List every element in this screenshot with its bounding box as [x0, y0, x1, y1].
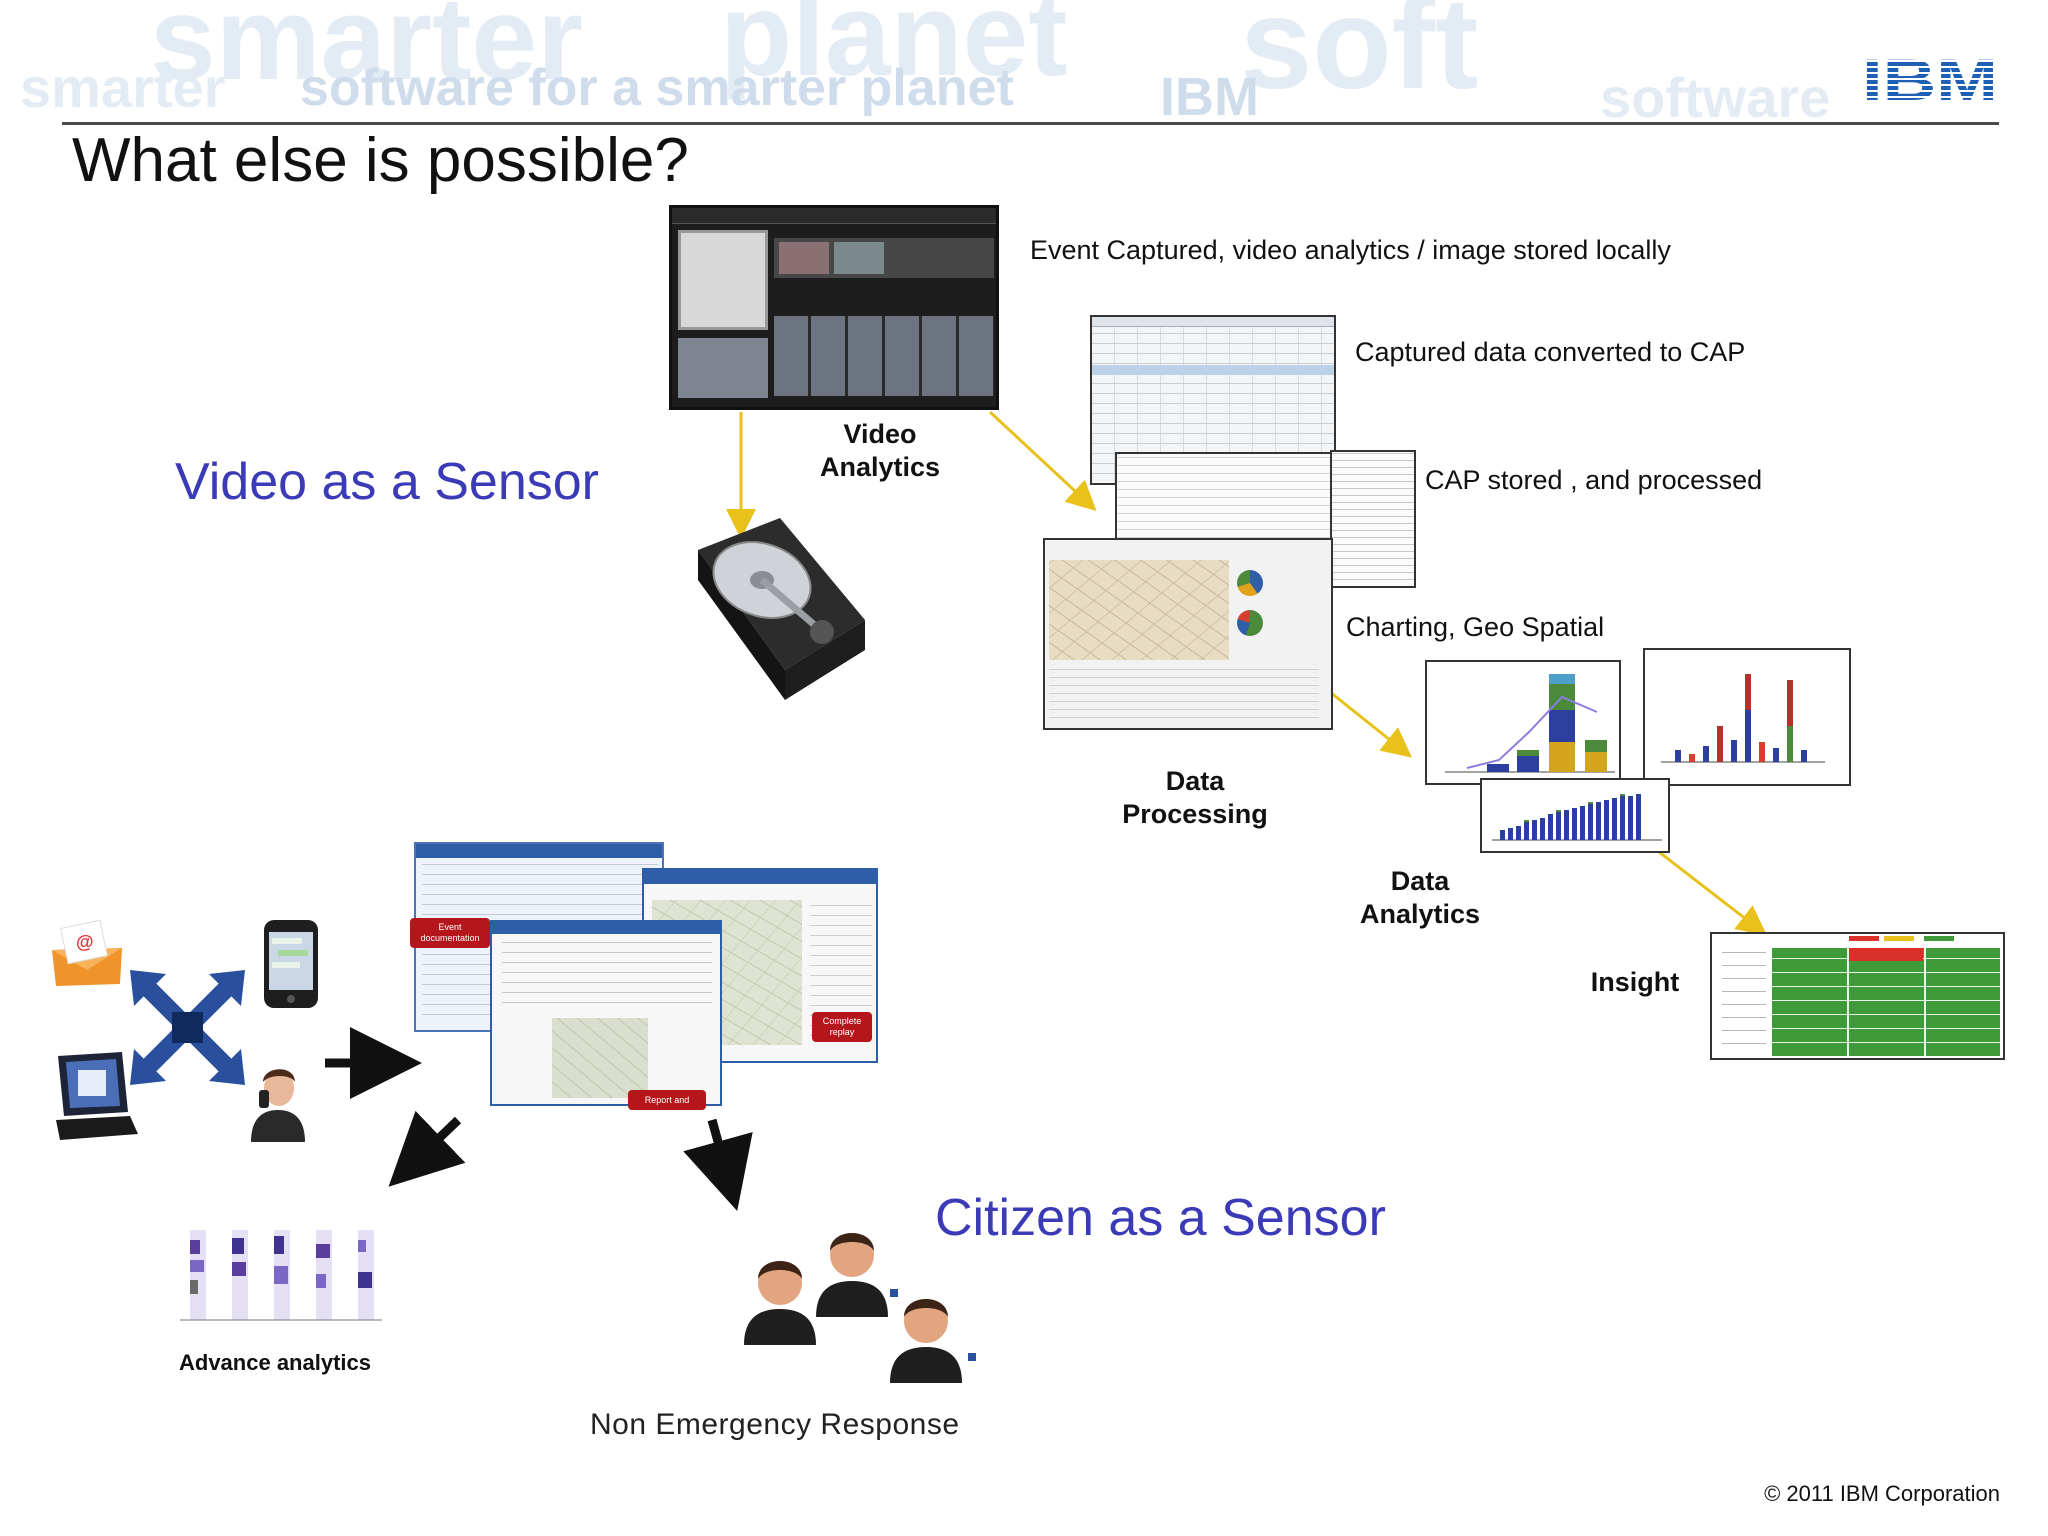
arrow-to-advance-analytics [388, 1110, 466, 1187]
watermark-text: software for a smarter planet [300, 59, 1014, 117]
step-converted-cap: Captured data converted to CAP [1355, 337, 1746, 367]
analytics-chart-3 [1480, 778, 1670, 853]
watermark-text: IBM [1160, 67, 1259, 124]
email-icon: @ [52, 919, 122, 986]
watermark-text: soft [1240, 0, 1479, 116]
data-processing-screen [1043, 538, 1333, 730]
hard-disk-icon [698, 518, 865, 700]
people-group-icon [744, 1233, 976, 1383]
callout-complete-replay: Complete replay [812, 1012, 872, 1042]
advance-analytics-chart [180, 1230, 382, 1321]
svg-text:@: @ [76, 932, 94, 952]
watermark-text: smarter [150, 0, 583, 105]
non-emergency-label: Non Emergency Response [590, 1408, 960, 1441]
report-detail-screen [490, 920, 722, 1106]
watermark-text: software [1600, 66, 1831, 125]
analytics-chart-2 [1643, 648, 1851, 786]
caller-icon [251, 1069, 305, 1142]
insight-dashboard [1710, 932, 2005, 1060]
watermark-text: smarter [20, 56, 226, 119]
citizen-sensor-label: Citizen as a Sensor [935, 1189, 1386, 1247]
arrow-to-response [683, 1118, 753, 1212]
video-analytics-label: Video Analytics [819, 419, 941, 482]
step-event-captured: Event Captured, video analytics / image … [1030, 235, 1671, 265]
data-processing-label: Data Processing [1122, 766, 1268, 829]
watermark-text: planet [720, 0, 1068, 101]
cap-form-screen [1115, 452, 1337, 547]
page-title: What else is possible? [72, 126, 689, 195]
callout-report-and: Report and [628, 1090, 706, 1110]
cap-list-screen [1330, 450, 1416, 588]
header-rule [62, 122, 1999, 125]
network-cross-icon [130, 970, 245, 1085]
phone-icon [264, 920, 318, 1008]
callout-event-doc: Event documentation [410, 918, 490, 948]
step-charting: Charting, Geo Spatial [1346, 612, 1605, 642]
laptop-icon [56, 1052, 138, 1140]
advance-analytics-label: Advance analytics [179, 1350, 371, 1375]
insight-label: Insight [1590, 967, 1680, 997]
step-cap-stored: CAP stored , and processed [1425, 465, 1763, 495]
arrow-to-insight [1649, 843, 1768, 936]
ibm-logo: IBM [1860, 50, 2000, 104]
arrow-to-cap [988, 410, 1097, 512]
data-analytics-label: Data Analytics [1359, 866, 1481, 929]
video-analytics-screen [669, 205, 999, 410]
header-banner: smarter planet software for a smarter pl… [0, 0, 2048, 124]
copyright: © 2011 IBM Corporation [1764, 1481, 2000, 1506]
analytics-chart-1 [1425, 660, 1621, 785]
video-sensor-label: Video as a Sensor [175, 453, 599, 511]
